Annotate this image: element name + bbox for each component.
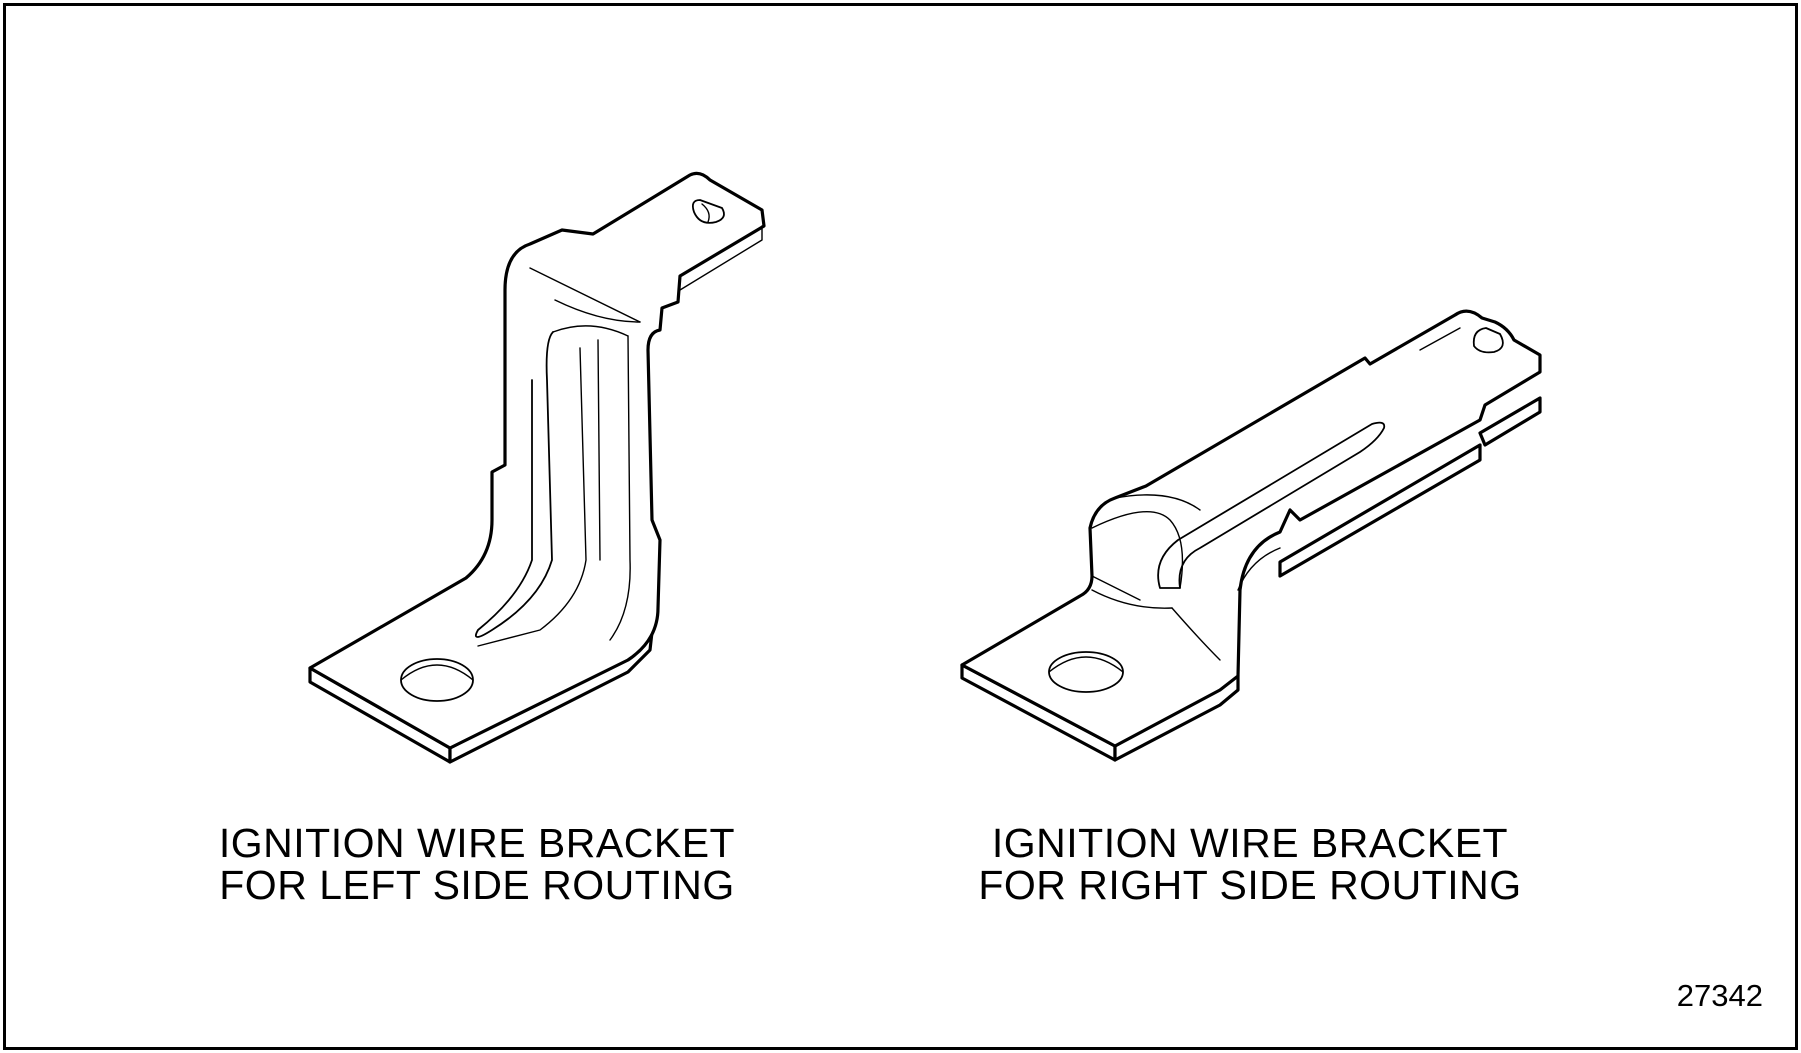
- right-caption-line1: IGNITION WIRE BRACKET: [991, 820, 1509, 866]
- figure-border: [3, 3, 1798, 1050]
- left-bracket-details: [400, 199, 763, 702]
- right-bracket-details: [1048, 327, 1504, 693]
- left-bracket-caption: IGNITION WIRE BRACKET FOR LEFT SIDE ROUT…: [127, 822, 827, 906]
- right-caption-line2: FOR RIGHT SIDE ROUTING: [978, 862, 1522, 908]
- figure-number: 27342: [1676, 978, 1763, 1013]
- left-bracket-base: [308, 171, 766, 764]
- right-bracket-base: [960, 309, 1542, 762]
- left-caption-line2: FOR LEFT SIDE ROUTING: [219, 862, 735, 908]
- left-caption-line1: IGNITION WIRE BRACKET: [218, 820, 736, 866]
- right-bracket-caption: IGNITION WIRE BRACKET FOR RIGHT SIDE ROU…: [900, 822, 1600, 906]
